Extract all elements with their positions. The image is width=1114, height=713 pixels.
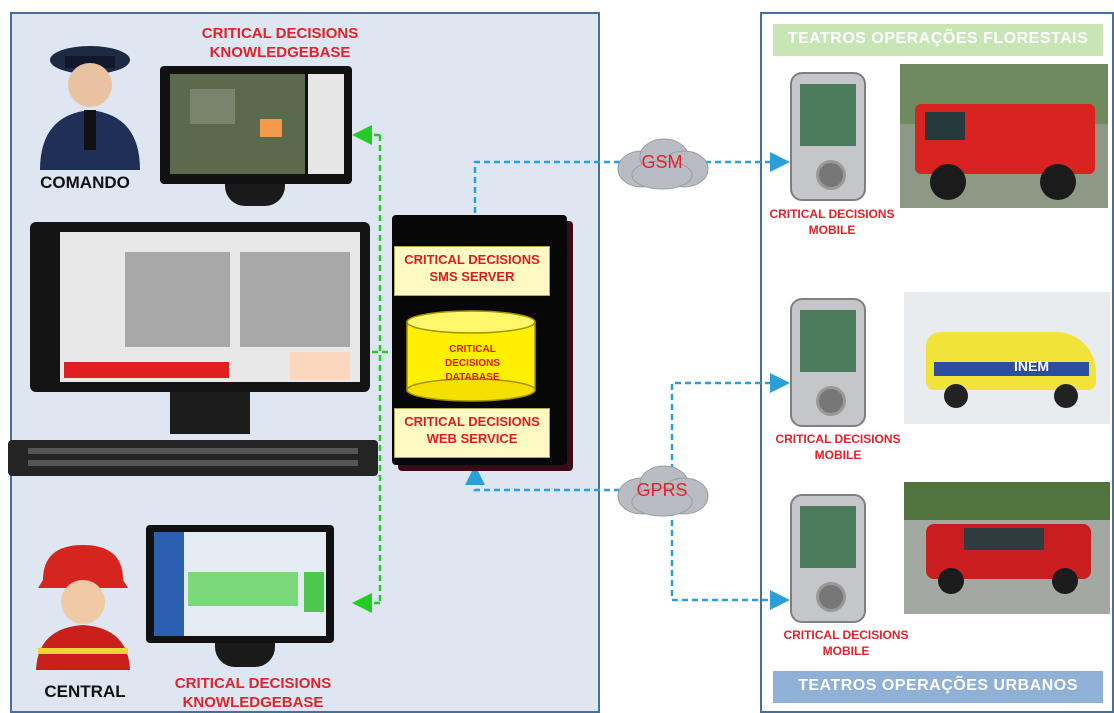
mobile-label-1: CRITICAL DECISIONS MOBILE: [769, 207, 895, 237]
database-cylinder-icon: [406, 310, 536, 402]
firefighter-icon: [36, 545, 130, 670]
kb-bottom-monitor-icon: [146, 525, 334, 643]
workstation-monitor-stand: [170, 392, 250, 434]
bottom-band-urbanos: TEATROS OPERAÇÕES URBANOS: [773, 671, 1103, 703]
gsm-link: [465, 152, 790, 235]
ambulance-text: INEM: [1014, 358, 1049, 374]
gprs-label: GPRS: [636, 480, 688, 500]
smartphone-icon: [790, 72, 866, 201]
fire-truck-icon: [900, 64, 1108, 208]
mobile-label-2: CRITICAL DECISIONS MOBILE: [775, 432, 901, 462]
kb-bottom-monitor-stand: [215, 643, 275, 667]
suv-icon: [904, 482, 1110, 614]
kb-top-monitor-icon: [160, 66, 352, 184]
gprs-cloud-icon: [617, 465, 709, 517]
kb-bottom-label: CRITICAL DECISIONS KNOWLEDGEBASE: [174, 675, 332, 711]
workstation-monitor-icon: [30, 222, 370, 392]
mobile-label-3: CRITICAL DECISIONS MOBILE: [783, 628, 909, 658]
kb-top-label: CRITICAL DECISIONS KNOWLEDGEBASE: [201, 25, 359, 61]
smartphone-icon: [790, 298, 866, 427]
gprs-link: [465, 373, 790, 610]
police-officer-icon: [40, 46, 140, 170]
ambulance-icon: INEM: [904, 292, 1110, 424]
central-label: CENTRAL: [44, 682, 126, 701]
smartphone-icon: [790, 494, 866, 623]
workstation-keyboard-icon: [8, 440, 378, 476]
comando-label: COMANDO: [40, 173, 130, 192]
database-label: CRITICAL DECISIONS DATABASE: [444, 344, 500, 383]
gsm-label: GSM: [641, 152, 683, 172]
web-service-box: CRITICAL DECISIONS WEB SERVICE: [394, 408, 550, 458]
kb-top-monitor-stand: [225, 184, 285, 206]
sms-server-box: CRITICAL DECISIONS SMS SERVER: [394, 246, 550, 296]
top-band-florestais: TEATROS OPERAÇÕES FLORESTAIS: [773, 24, 1103, 56]
gsm-cloud-icon: [617, 138, 709, 190]
